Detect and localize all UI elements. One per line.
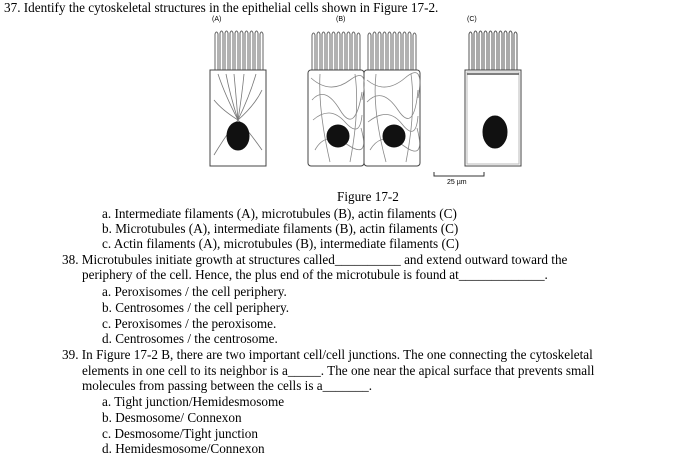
figure-caption: Figure 17-2 <box>337 189 399 204</box>
q39-stem-line3: molecules from passing between the cells… <box>82 378 373 393</box>
q37-option-b: b. Microtubules (A), intermediate filame… <box>102 221 459 236</box>
panel-a-cell <box>209 30 267 167</box>
figure-17-2 <box>209 30 522 177</box>
scale-bar <box>433 172 485 177</box>
figure-panel-a-label: (A) <box>212 16 222 23</box>
q38-stem-line2: periphery of the cell. Hence, the plus e… <box>82 267 548 282</box>
q38-option-b: b. Centrosomes / the cell periphery. <box>102 300 290 315</box>
q37-option-a: a. Intermediate filaments (A), microtubu… <box>102 206 457 221</box>
q39-stem-line1: 39. In Figure 17-2 B, there are two impo… <box>62 347 593 362</box>
q39-stem-line2: elements in one cell to its neighbor is … <box>82 363 595 378</box>
scale-bar-label: 25 µm <box>447 179 467 186</box>
q39-option-d: d. Hemidesmosome/Connexon <box>102 441 265 456</box>
q38-stem-line1: 38. Microtubules initiate growth at stru… <box>62 252 568 267</box>
q38-option-a: a. Peroxisomes / the cell periphery. <box>102 284 287 299</box>
panel-c-cell <box>464 30 522 167</box>
figure-panel-b-label: (B) <box>336 16 346 23</box>
q37-stem: 37. Identify the cytoskeletal structures… <box>4 0 439 15</box>
q37-option-c: c. Actin filaments (A), microtubules (B)… <box>102 236 460 251</box>
q39-option-b: b. Desmosome/ Connexon <box>102 410 242 425</box>
q39-option-c: c. Desmosome/Tight junction <box>102 426 258 441</box>
q38-option-c: c. Peroxisomes / the peroxisome. <box>102 316 277 331</box>
q38-option-d: d. Centrosomes / the centrosome. <box>102 331 278 346</box>
figure-panel-c-label: (C) <box>467 16 477 23</box>
q39-option-a: a. Tight junction/Hemidesmosome <box>102 394 285 409</box>
panel-b-cells <box>307 31 421 167</box>
